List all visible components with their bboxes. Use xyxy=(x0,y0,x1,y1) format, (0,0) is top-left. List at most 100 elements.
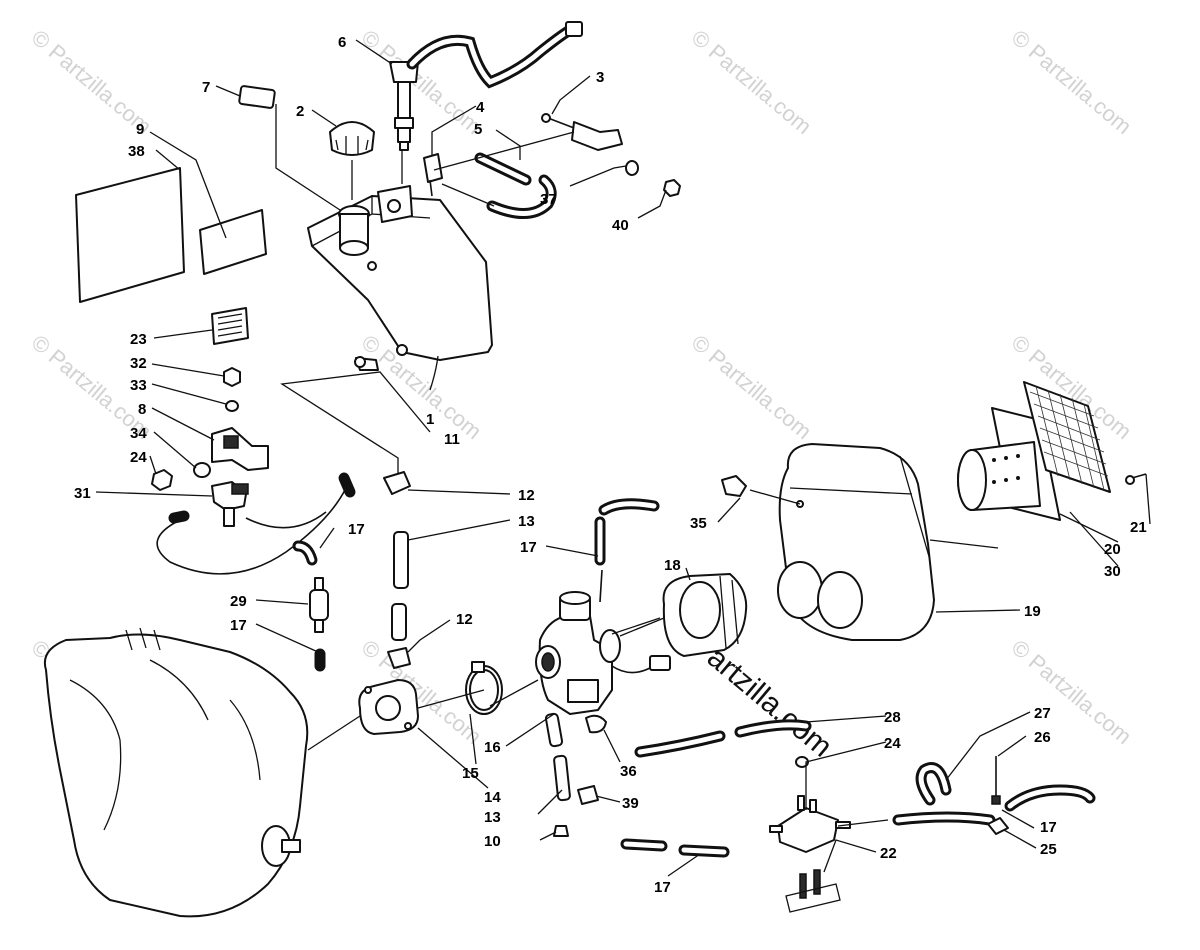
callout-3: 3 xyxy=(596,69,604,86)
tank-fitting[interactable] xyxy=(354,356,379,371)
hose-clip[interactable] xyxy=(585,714,607,734)
fuel-line-segment[interactable] xyxy=(168,472,356,566)
valve-washer[interactable] xyxy=(225,400,239,412)
callout-27: 27 xyxy=(1034,705,1051,722)
callout-29: 29 xyxy=(230,593,247,610)
fuel-line-vertical[interactable] xyxy=(391,531,409,641)
callout-23: 23 xyxy=(130,331,147,348)
tie-strap[interactable] xyxy=(991,756,1001,805)
pump-supply-hose[interactable] xyxy=(620,838,730,858)
pump-mounting-studs xyxy=(785,869,841,913)
intake-screen[interactable] xyxy=(1023,381,1111,493)
callout-31: 31 xyxy=(74,485,91,502)
vent-tee-fitting[interactable] xyxy=(423,153,443,197)
fuel-line-loop xyxy=(156,487,347,575)
warning-label[interactable] xyxy=(238,85,276,109)
callout-25: 25 xyxy=(1040,841,1057,858)
fuel-shutoff-valve[interactable] xyxy=(211,481,249,527)
watermark: © Partzilla.com xyxy=(687,25,817,139)
callout-16: 16 xyxy=(484,739,501,756)
watermark: © Partzilla.com xyxy=(1007,25,1137,139)
callout-13: 13 xyxy=(484,809,501,826)
bracket-nut[interactable] xyxy=(151,469,173,491)
intake-boot[interactable] xyxy=(662,573,748,657)
callout-14: 14 xyxy=(484,789,501,806)
callout-28: 28 xyxy=(884,709,901,726)
callout-22: 22 xyxy=(880,845,897,862)
hose-retainer[interactable] xyxy=(987,817,1009,835)
callout-32: 32 xyxy=(130,355,147,372)
watermark: © Partzilla.com xyxy=(1007,635,1137,749)
callout-40: 40 xyxy=(612,217,629,234)
silencer-clip[interactable] xyxy=(721,475,747,497)
nut[interactable] xyxy=(663,179,681,197)
valve-decal[interactable] xyxy=(211,307,249,345)
callout-11: 11 xyxy=(444,431,460,448)
callout-24: 24 xyxy=(130,449,147,466)
callout-5: 5 xyxy=(474,121,482,138)
pump-outlet-hose[interactable] xyxy=(892,811,996,826)
primer-hose[interactable] xyxy=(1004,784,1096,812)
callout-labels: 6 7 2 4 3 5 9 38 37 40 23 32 33 8 34 24 … xyxy=(74,34,1147,896)
callout-4: 4 xyxy=(476,99,485,116)
air-silencer[interactable] xyxy=(777,443,935,641)
retaining-clip[interactable] xyxy=(577,785,599,805)
callout-36: 36 xyxy=(620,763,637,780)
screen-screw[interactable] xyxy=(1125,473,1147,485)
callout-21: 21 xyxy=(1130,519,1147,536)
gas-cap[interactable] xyxy=(329,121,375,156)
callout-8: 8 xyxy=(138,401,146,418)
fuel-level-sender[interactable] xyxy=(389,61,419,151)
fuel-filter[interactable] xyxy=(309,577,329,633)
valve-nut[interactable] xyxy=(223,367,241,387)
drain-plug[interactable] xyxy=(553,825,569,837)
drain-hose[interactable] xyxy=(544,712,571,802)
overflow-hose[interactable] xyxy=(594,498,660,566)
hose-clamp[interactable] xyxy=(383,471,411,669)
vent-hose-curved[interactable] xyxy=(486,174,557,219)
decal-small[interactable] xyxy=(199,209,267,275)
callout-17: 17 xyxy=(230,617,247,634)
callout-12: 12 xyxy=(456,611,473,628)
callout-34: 34 xyxy=(130,425,147,442)
callout-17: 17 xyxy=(654,879,671,896)
carburetor[interactable] xyxy=(535,569,671,715)
callout-17: 17 xyxy=(348,521,365,538)
callout-39: 39 xyxy=(622,795,639,812)
intake-flange[interactable] xyxy=(358,679,419,735)
callout-35: 35 xyxy=(690,515,707,532)
callout-18: 18 xyxy=(664,557,681,574)
callout-15: 15 xyxy=(462,765,479,782)
callout-24: 24 xyxy=(884,735,901,752)
bracket-washer[interactable] xyxy=(193,462,211,478)
callout-2: 2 xyxy=(296,103,304,120)
decal-large[interactable] xyxy=(75,167,185,303)
callout-30: 30 xyxy=(1104,563,1121,580)
fuel-pump[interactable] xyxy=(769,795,851,853)
washer[interactable] xyxy=(625,160,639,176)
callout-26: 26 xyxy=(1034,729,1051,746)
vent-line-loop[interactable] xyxy=(915,762,952,806)
callout-37: 37 xyxy=(540,191,557,208)
watermark: © Partzilla.com xyxy=(687,330,817,444)
callout-19: 19 xyxy=(1024,603,1041,620)
pulse-hose[interactable] xyxy=(634,719,812,758)
check-valve[interactable] xyxy=(541,113,623,151)
callout-38: 38 xyxy=(128,143,145,160)
engine-block xyxy=(44,627,309,918)
callout-20: 20 xyxy=(1104,541,1121,558)
callout-13: 13 xyxy=(518,513,535,530)
valve-mounting-bracket[interactable] xyxy=(211,427,269,471)
fuel-tank[interactable] xyxy=(307,195,493,361)
carburetor-clamp[interactable] xyxy=(465,661,503,715)
tank-outlet-fitting xyxy=(377,185,413,223)
intake-tube[interactable] xyxy=(957,441,1041,511)
callout-6: 6 xyxy=(338,34,346,51)
callout-7: 7 xyxy=(202,79,210,96)
sender-wire-harness xyxy=(406,21,583,89)
callout-17: 17 xyxy=(1040,819,1057,836)
vent-hose[interactable] xyxy=(474,152,532,186)
callout-17: 17 xyxy=(520,539,537,556)
tank-filler-neck xyxy=(338,205,370,256)
